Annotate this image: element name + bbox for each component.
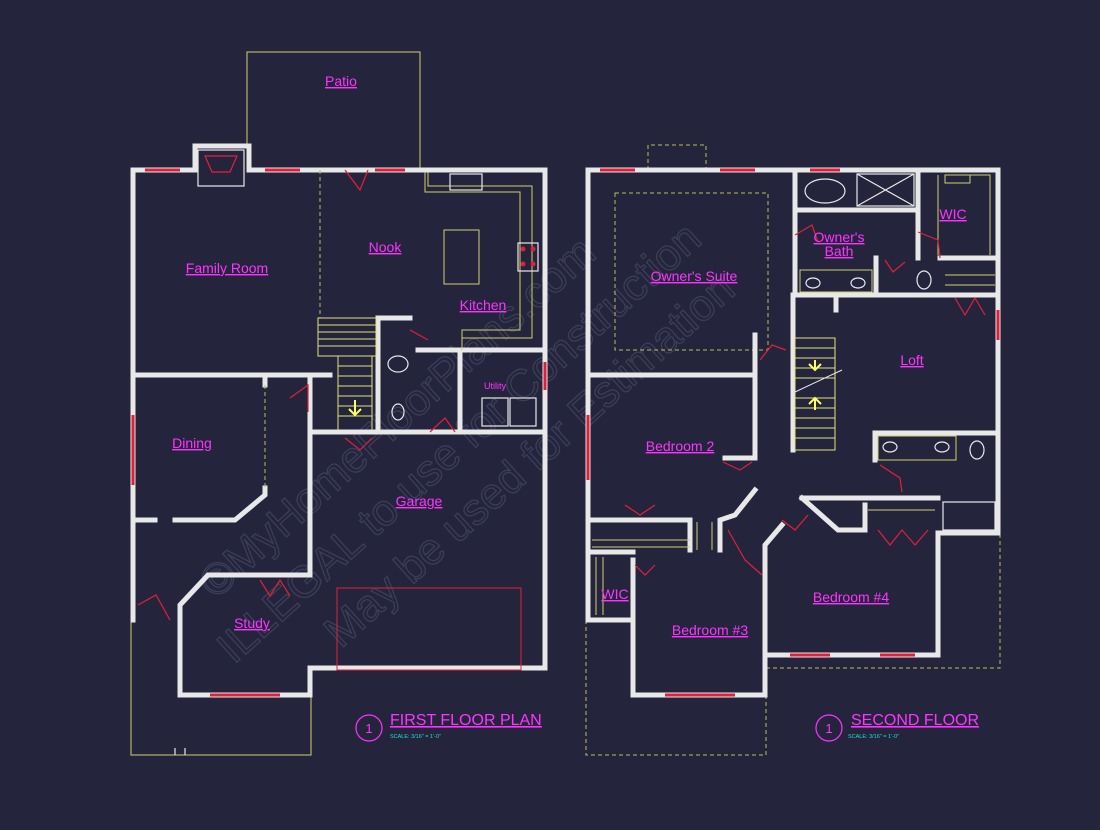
sf-vanity <box>799 269 873 293</box>
ff-wall-right <box>307 347 548 671</box>
ff-lavatory <box>387 355 409 373</box>
ff-wall-dining-bay <box>172 375 268 523</box>
sf-hall-vanity <box>877 435 957 461</box>
sf-stairs <box>794 337 843 451</box>
room-label-loft: Loft <box>900 352 923 368</box>
sf-door-wic <box>634 564 656 576</box>
ff-door-patio <box>344 169 369 192</box>
ff-toilet <box>391 403 405 421</box>
kitchen-counter-inner <box>427 172 533 339</box>
first-floor-title-block: 1 FIRST FLOOR PLAN SCALE: 3/16" = 1'-0" <box>355 712 542 742</box>
ff-wall-utility <box>415 347 548 435</box>
sf-wall-shower <box>792 207 921 233</box>
ff-door-dining <box>289 383 309 412</box>
room-label-study: Study <box>234 615 270 631</box>
sf-door-suite <box>759 344 787 361</box>
washer <box>481 397 509 427</box>
second-floor-drawing-number: 1 <box>825 721 832 736</box>
ff-wall-stair <box>375 315 413 435</box>
sf-door-bed2-closet <box>624 504 656 516</box>
room-label-owners-bath-line1: Owner's <box>814 229 865 245</box>
sf-door-bath <box>794 224 819 243</box>
sf-linen-top <box>945 274 995 286</box>
room-label-utility: Utility <box>484 381 506 391</box>
room-label-family-room: Family Room <box>186 260 268 276</box>
room-label-garage: Garage <box>396 493 443 509</box>
first-floor-scale: SCALE: 3/16" = 1'-0" <box>390 734 441 740</box>
ff-door-garage <box>344 437 373 451</box>
sf-toilet <box>916 270 932 290</box>
sf-wic-shelf <box>595 557 604 615</box>
sf-bathtub <box>804 178 846 204</box>
sf-door-bed4 <box>781 514 809 531</box>
ff-door-study <box>259 578 291 598</box>
first-floor-plan: Patio Nook Family Room Kitchen Utility D… <box>130 51 548 756</box>
ff-stairs <box>317 317 377 430</box>
sf-dash-garage <box>766 535 1001 669</box>
room-label-bedroom-3: Bedroom #3 <box>672 622 748 638</box>
first-floor-drawing-number: 1 <box>365 721 372 736</box>
sf-dash-porch <box>585 620 767 756</box>
sf-wall-linen <box>798 494 868 533</box>
fireplace <box>197 149 245 187</box>
ff-door-utility <box>429 417 456 433</box>
ff-wall-top <box>130 143 548 353</box>
sf-wall-right <box>937 267 1001 536</box>
porch-outline <box>130 620 312 756</box>
sf-dash-bump <box>647 144 707 170</box>
room-label-nook: Nook <box>369 239 403 255</box>
fireplace-firebox <box>204 155 238 173</box>
dryer <box>509 397 537 427</box>
room-label-owners-bath-line2: Bath <box>825 243 854 259</box>
room-label-bedroom-4: Bedroom #4 <box>813 589 889 605</box>
sf-hall-tub <box>942 501 996 531</box>
sf-door-bed2 <box>722 461 753 471</box>
room-label-kitchen: Kitchen <box>460 297 507 313</box>
sf-wall-bed2-bottom <box>585 517 693 553</box>
sf-door-linen <box>954 296 986 317</box>
kitchen-sink <box>449 173 483 191</box>
sf-bed2-closet <box>592 539 690 548</box>
sf-door-wc <box>884 259 906 273</box>
sf-wall-bed3 <box>630 521 786 698</box>
sf-door-bed4-closet <box>877 529 929 546</box>
kitchen-range <box>517 242 539 272</box>
room-label-bedroom-2: Bedroom 2 <box>646 438 715 454</box>
room-label-dining: Dining <box>172 435 212 451</box>
sf-door-wic <box>917 231 941 259</box>
patio-outline <box>246 51 421 169</box>
ff-wall-study <box>177 572 313 698</box>
sf-hall-toilet <box>969 440 985 460</box>
porch-posts <box>174 748 186 755</box>
garage-door-outline <box>336 587 522 671</box>
sf-linen-shelf <box>696 522 713 550</box>
sf-wall-left <box>585 167 636 623</box>
room-label-wic-left: WIC <box>601 586 628 602</box>
sf-door-bed3 <box>727 529 763 576</box>
ff-door-entry <box>137 594 171 621</box>
sf-wall-bed2-angle <box>717 486 759 553</box>
sf-shower-x <box>856 173 915 207</box>
room-label-owners-suite: Owner's Suite <box>651 268 738 284</box>
sf-wall-bed2-right <box>722 372 758 461</box>
second-floor-title-block: 1 SECOND FLOOR SCALE: 3/16" = 1'-0" <box>815 712 979 742</box>
sf-dash-tray-ceiling <box>614 192 769 351</box>
kitchen-island <box>443 229 480 285</box>
second-floor-title: SECOND FLOOR <box>851 712 979 729</box>
room-label-patio: Patio <box>325 73 357 89</box>
second-floor-scale: SCALE: 3/16" = 1'-0" <box>848 734 899 740</box>
sf-door-hall-bath <box>879 464 903 493</box>
kitchen-counter-outline <box>424 172 521 350</box>
ff-door-stair <box>409 329 429 341</box>
second-floor-plan: Owner's Suite WIC Owner's Bath Loft Bedr… <box>585 144 1001 756</box>
sf-shower <box>856 173 915 207</box>
room-label-wic-top: WIC <box>939 206 966 222</box>
first-floor-title: FIRST FLOOR PLAN <box>390 712 542 729</box>
